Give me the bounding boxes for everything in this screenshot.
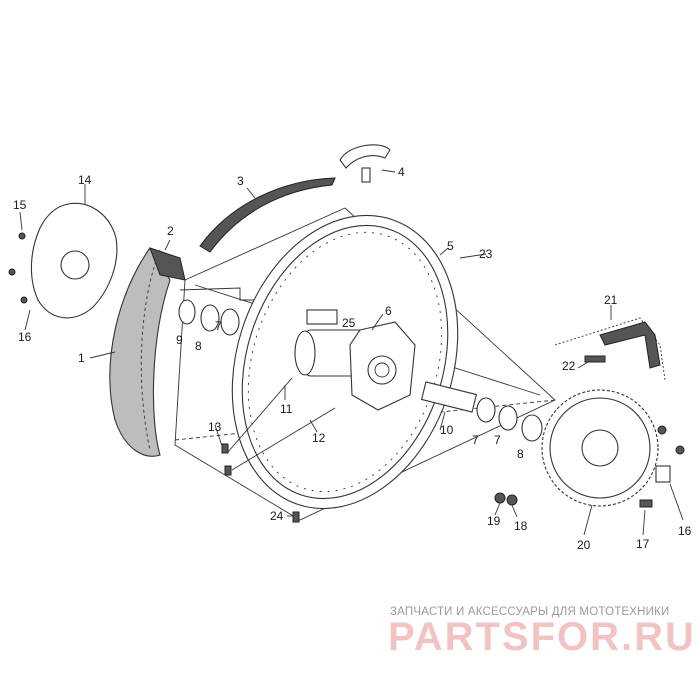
disc-bolt-15 — [18, 232, 26, 240]
spacer-16 — [655, 465, 671, 483]
seal-8 — [200, 304, 220, 332]
callout-3: 3 — [237, 174, 244, 188]
callout-24: 24 — [270, 509, 284, 523]
bolt-17 — [639, 499, 653, 508]
nut-19 — [494, 492, 506, 504]
callout-10: 10 — [440, 423, 454, 437]
callout-12: 12 — [312, 431, 326, 445]
callout-7b: 7 — [472, 433, 479, 447]
callout-15: 15 — [13, 198, 27, 212]
inner-tube — [149, 247, 186, 281]
callout-1: 1 — [78, 351, 85, 365]
callout-6: 6 — [385, 304, 392, 318]
hub-cap-25 — [306, 309, 338, 325]
callout-8b: 8 — [517, 447, 524, 461]
callout-22: 22 — [562, 359, 576, 373]
callout-4: 4 — [398, 165, 405, 179]
rim-lock — [339, 144, 391, 169]
disc-bolt-16 — [20, 296, 28, 304]
sprocket-bolt-b — [675, 445, 685, 455]
sprocket-center — [581, 429, 619, 467]
callout-20: 20 — [577, 538, 591, 552]
sprocket-bolt — [657, 425, 667, 435]
disc-bolt-15b — [8, 268, 16, 276]
tire — [109, 247, 171, 457]
brake-disc-center — [60, 250, 90, 280]
rim-lock-stem — [361, 167, 371, 183]
callout-21: 21 — [604, 293, 618, 307]
spoke-12 — [231, 407, 336, 471]
callout-23: 23 — [479, 247, 493, 261]
hub-center — [367, 355, 397, 385]
seal-8b — [521, 414, 543, 442]
callout-25: 25 — [342, 316, 356, 330]
callout-16: 16 — [18, 330, 32, 344]
callout-7c: 7 — [494, 433, 501, 447]
callout-18: 18 — [514, 519, 528, 533]
callout-19: 19 — [487, 514, 501, 528]
callout-13: 13 — [208, 420, 222, 434]
axle-spacer — [420, 381, 478, 413]
callout-7: 7 — [215, 319, 222, 333]
callout-5: 5 — [447, 239, 454, 253]
seal-9 — [178, 299, 196, 325]
callout-17: 17 — [636, 537, 650, 551]
tire-tread — [140, 249, 161, 451]
callout-11: 11 — [280, 402, 293, 416]
watermark-tagline: ЗАПЧАСТИ И АКСЕССУАРЫ ДЛЯ МОТОТЕХНИКИ — [390, 606, 670, 618]
callout-14: 14 — [78, 173, 92, 187]
spoke-11 — [227, 377, 293, 453]
washer-18 — [506, 494, 518, 506]
chain-link — [584, 355, 606, 363]
callout-2: 2 — [167, 224, 174, 238]
bearing-7c — [498, 405, 518, 431]
callout-16b: 16 — [678, 524, 692, 538]
nipple-13 — [221, 443, 229, 454]
callout-8: 8 — [195, 339, 202, 353]
leader-lines — [19, 169, 684, 536]
rim-tape — [199, 177, 336, 253]
hub-left-flange — [294, 330, 316, 376]
bearing-7b — [476, 397, 496, 423]
valve-24 — [292, 511, 300, 523]
callout-9: 9 — [176, 333, 183, 347]
nipple-13b — [224, 465, 232, 476]
bearing-7 — [220, 308, 240, 336]
assembly-frame-outline — [174, 207, 556, 521]
watermark-logo: PARTSFOR.RU — [388, 615, 696, 659]
hub-bore — [374, 362, 390, 378]
chain — [599, 321, 661, 369]
